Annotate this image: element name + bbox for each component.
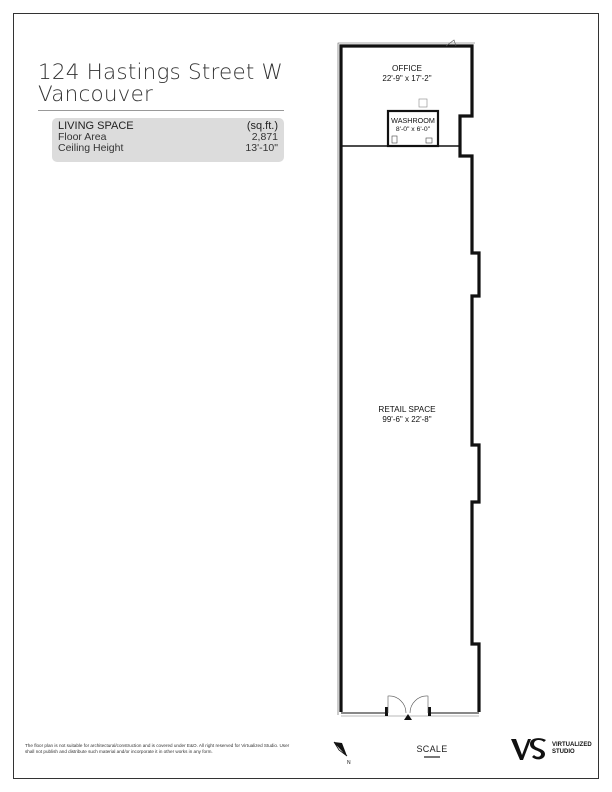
fixture-icon xyxy=(418,98,428,108)
room-label-retail: RETAIL SPACE xyxy=(378,405,436,414)
brand-name: VIRTUALIZED STUDIO xyxy=(552,742,592,756)
address-line-2: Vancouver xyxy=(38,82,154,107)
north-label: N xyxy=(347,760,351,766)
toilet-icon xyxy=(391,135,398,144)
office-door-icon xyxy=(445,39,457,47)
room-dims-retail: 99'-6" x 22'-8" xyxy=(382,415,431,424)
entrance-arrow-icon xyxy=(404,714,412,720)
brand-line-2: STUDIO xyxy=(552,749,575,755)
scale-bar xyxy=(424,756,440,758)
room-dims-washroom: 8'-0" x 6'-0" xyxy=(396,126,431,133)
room-label-office: OFFICE xyxy=(392,64,423,73)
room-dims-office: 22'-9" x 17'-2" xyxy=(382,74,431,83)
entrance-door-icon xyxy=(387,695,429,714)
vs-logo-icon xyxy=(511,738,546,760)
space-row-value: 2,871 xyxy=(251,131,278,143)
room-label-washroom: WASHROOM xyxy=(391,116,435,125)
washroom-walls xyxy=(386,109,440,148)
outer-wall xyxy=(339,44,481,712)
space-heading: LIVING SPACE xyxy=(58,120,134,132)
scale-block: SCALE xyxy=(412,744,452,758)
space-row-value: 13'-10" xyxy=(245,142,278,154)
space-row-floor-area: Floor Area 2,871 xyxy=(58,132,278,143)
brand-line-1: VIRTUALIZED xyxy=(552,742,592,748)
outer-wall-outline xyxy=(337,42,475,715)
disclaimer-text: The floor plan is not suitable for archi… xyxy=(25,743,290,754)
page-frame xyxy=(13,13,599,779)
sink-icon xyxy=(425,137,433,144)
space-unit: (sq.ft.) xyxy=(246,120,278,132)
space-row-ceiling-height: Ceiling Height 13'-10" xyxy=(58,143,278,154)
space-row-label: Ceiling Height xyxy=(58,142,124,154)
door-jamb-left xyxy=(385,707,388,716)
address-line-1: 124 Hastings Street W xyxy=(38,60,284,85)
north-arrow-icon: N xyxy=(333,741,351,766)
title-block: 124 Hastings Street W Vancouver xyxy=(38,62,284,111)
living-space-card: LIVING SPACE (sq.ft.) Floor Area 2,871 C… xyxy=(52,118,284,162)
door-jamb-right xyxy=(428,707,431,716)
scale-label: SCALE xyxy=(416,744,448,754)
space-row-label: Floor Area xyxy=(58,131,107,143)
space-card-header: LIVING SPACE (sq.ft.) xyxy=(58,121,278,132)
virtualized-studio-logo: VIRTUALIZED STUDIO xyxy=(510,736,592,762)
title-divider xyxy=(38,110,284,111)
